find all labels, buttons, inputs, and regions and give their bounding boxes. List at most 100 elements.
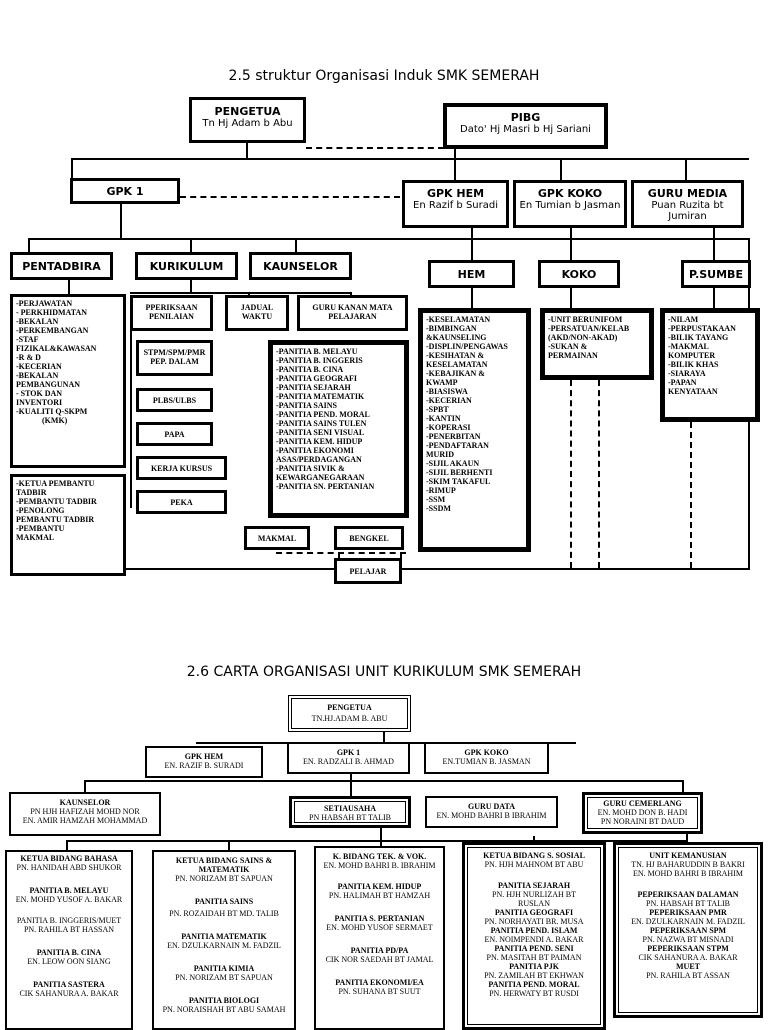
col-sosial: KETUA BIDANG S. SOSIAL PN. HJH MAHNOM BT… bbox=[462, 842, 606, 1030]
connector-line bbox=[383, 732, 385, 744]
list-item: -PERSATUAN/KELAB bbox=[548, 324, 630, 333]
kemanusian-name: PN. NAZWA BT MISNADI bbox=[642, 935, 734, 944]
connector-line bbox=[71, 158, 749, 160]
guru-media-role: GURU MEDIA bbox=[647, 187, 728, 200]
sosial-heading: PANITIA PEND. ISLAM bbox=[490, 926, 578, 935]
guru-data-name: EN. MOHD BAHRI B IBRAHIM bbox=[436, 811, 547, 820]
gpk1-label: GPK 1 bbox=[106, 185, 144, 198]
gpk-hem-name: En Razif b Suradi bbox=[413, 200, 498, 211]
col-bahasa: KETUA BIDANG BAHASA PN. HANIDAH ABD SHUK… bbox=[5, 850, 133, 1030]
guru-media-name: Puan Ruzita bt Jumiran bbox=[651, 200, 724, 222]
pibg-box: PIBG Dato' Hj Masri b Hj Sariani bbox=[443, 103, 608, 149]
kaunselor2-box: KAUNSELOR PN HJH HAFIZAH MOHD NOR EN. AM… bbox=[9, 792, 161, 836]
kemanusian-heading: PEPERIKSAAN STPM bbox=[647, 944, 729, 953]
list-item: -PERPUSTAKAAN bbox=[668, 324, 736, 333]
section-title-induk: 2.5 struktur Organisasi Induk SMK SEMERA… bbox=[228, 68, 540, 84]
tek-name: EN. MOHD BAHRI B. IBRAHIM bbox=[323, 861, 436, 870]
sosial-heading: PANITIA PEND. MORAL bbox=[488, 980, 580, 989]
sains-name: PN. NORIZAM BT SAPUAN bbox=[175, 874, 273, 883]
pengetua-name: Tn Hj Adam b Abu bbox=[202, 118, 293, 129]
guru-kanan-box: GURU KANAN MATA PELAJARAN bbox=[297, 295, 408, 331]
connector-line bbox=[454, 158, 456, 180]
list-item: MURID bbox=[426, 450, 454, 459]
kurikulum-label: KURIKULUM bbox=[149, 260, 224, 273]
kemanusian-heading: UNIT KEMANUSIAN bbox=[649, 851, 727, 860]
list-item: -PANITIA PEND. MORAL bbox=[276, 410, 370, 419]
papa-box: PAPA bbox=[136, 422, 213, 446]
kemanusian-name: TN. HJ BAHARUDDIN B BAKRI bbox=[631, 860, 745, 869]
sosial-heading: KETUA BIDANG S. SOSIAL bbox=[483, 851, 585, 860]
list-item: -PENOLONG bbox=[16, 506, 65, 515]
bahasa-name: EN. LEOW OON SIANG bbox=[27, 957, 111, 966]
gpk-hem-box: GPK HEM En Razif b Suradi bbox=[402, 180, 509, 228]
gpk1-2-role: GPK 1 bbox=[336, 748, 361, 757]
sains-name: EN. DZULKARNAIN M. FADZIL bbox=[167, 941, 281, 950]
pentadbiran-label: PENTADBIRA bbox=[22, 260, 101, 273]
gpk-hem2-name: EN. RAZIF B. SURADI bbox=[164, 761, 244, 770]
list-item: -PENDAFTARAN bbox=[426, 441, 489, 450]
connector-line bbox=[71, 158, 73, 178]
setiausaha-role: SETIAUSAHA bbox=[323, 804, 376, 813]
gpk-koko-role: GPK KOKO bbox=[537, 187, 603, 200]
pentadbiran-box: PENTADBIRA bbox=[10, 252, 113, 280]
gpk-hem2-role: GPK HEM bbox=[184, 752, 224, 761]
connector-line bbox=[713, 288, 715, 308]
list-item: -BIMBINGAN bbox=[426, 324, 477, 333]
list-item: KOMPUTER bbox=[668, 351, 716, 360]
connector-line bbox=[570, 228, 572, 260]
pengetua-role: PENGETUA bbox=[214, 105, 281, 118]
connector-line bbox=[130, 330, 132, 508]
gpk-hem-role: GPK HEM bbox=[426, 187, 485, 200]
connector-line bbox=[120, 202, 122, 239]
bahasa-name: PANITIA B. INGGERIS/MUET bbox=[16, 916, 122, 925]
sosial-name: PN. HJH NURLIZAH BT RUSLAN bbox=[492, 890, 576, 908]
list-item: PERMAINAN bbox=[548, 351, 598, 360]
kerja-kursus-box: KERJA KURSUS bbox=[136, 456, 227, 480]
kaunselor-box: KAUNSELOR bbox=[249, 252, 352, 280]
sains-heading: PANITIA BIOLOGI bbox=[188, 996, 260, 1005]
list-item: -RIMUP bbox=[426, 486, 456, 495]
list-item: -SSDM bbox=[426, 504, 451, 513]
list-item: -PANITIA GEOGRAFI bbox=[276, 374, 357, 383]
hem-label: HEM bbox=[457, 268, 486, 281]
list-item: -DISPLIN/PENGAWAS bbox=[426, 342, 508, 351]
list-item: -KESIHATAN & bbox=[426, 351, 485, 360]
connector-line bbox=[295, 238, 297, 252]
sosial-name: PN. ZAMILAH BT EKHWAN bbox=[484, 971, 584, 980]
sosial-name: PN. HERWATY BT RUSDI bbox=[489, 989, 579, 998]
sains-name: PN. NORAISHAH BT ABU SAMAH bbox=[162, 1005, 286, 1014]
list-item: -PERKEMBANGAN bbox=[16, 326, 89, 335]
kurikulum-box: KURIKULUM bbox=[135, 252, 238, 280]
list-item: KEWARGANEGARAAN bbox=[276, 473, 365, 482]
list-item: ASAS/PERDAGANGAN bbox=[276, 455, 362, 464]
list-item: -BEKALAN bbox=[16, 371, 59, 380]
connector-line bbox=[190, 238, 192, 252]
list-item: -MAKMAL bbox=[668, 342, 709, 351]
sosial-heading: PANITIA GEOGRAFI bbox=[494, 908, 574, 917]
kaunselor2-role: KAUNSELOR bbox=[59, 798, 111, 807]
gpk1-box: GPK 1 bbox=[70, 178, 180, 204]
setiausaha-name: PN HABSAH BT TALIB bbox=[309, 813, 391, 822]
pibg-role: PIBG bbox=[510, 111, 541, 124]
psumber-box: P.SUMBE bbox=[681, 260, 751, 288]
list-item: -PANITIA B. CINA bbox=[276, 365, 344, 374]
sosial-heading: PANITIA PEND. SENI bbox=[494, 944, 574, 953]
kaunselor-label: KAUNSELOR bbox=[263, 260, 338, 273]
kaunselor2-name: EN. AMIR HAMZAH MOHAMMAD bbox=[22, 816, 148, 825]
list-item: -SKIM TAKAFUL bbox=[426, 477, 491, 486]
connector-line bbox=[228, 840, 230, 852]
list-item: -PANITIA KEM. HIDUP bbox=[276, 437, 363, 446]
pibg-name: Dato' Hj Masri b Hj Sariani bbox=[460, 124, 591, 135]
connector-line bbox=[68, 280, 70, 294]
list-item: -PANITIA B. MELAYU bbox=[276, 347, 358, 356]
list-item: -SIJIL AKAUN bbox=[426, 459, 480, 468]
tek-name: CIK NOR SAEDAH BT JAMAL bbox=[325, 955, 434, 964]
koko-box: KOKO bbox=[538, 260, 620, 288]
kemanusian-heading: PEPERIKSAAN SPM bbox=[649, 926, 727, 935]
sosial-name: PN. NORHAYATI BR. MUSA bbox=[484, 917, 584, 926]
connector-line bbox=[685, 158, 687, 180]
bahasa-name: EN. MOHD YUSOF A. BAKAR bbox=[15, 895, 123, 904]
setiausaha-box: SETIAUSAHA PN HABSAH BT TALIB bbox=[289, 796, 411, 828]
hem-list: -KESELAMATAN -BIMBINGAN &KAUNSELING -DIS… bbox=[418, 308, 531, 552]
list-item: -PANITIA EKONOMI bbox=[276, 446, 354, 455]
